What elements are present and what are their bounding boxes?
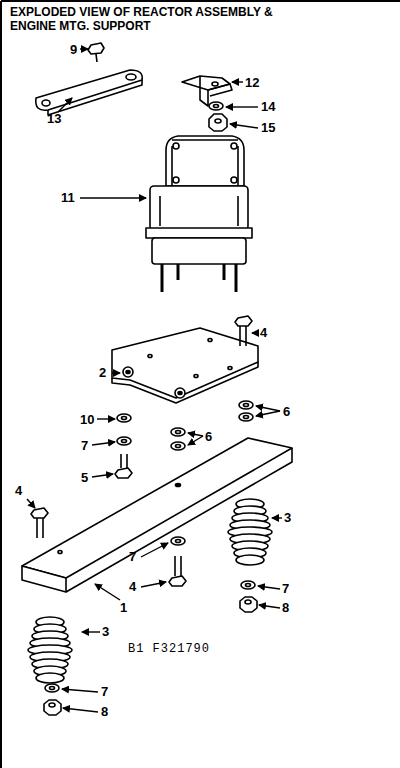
callout-number: 8 <box>101 705 108 718</box>
callout-number: 8 <box>282 601 289 614</box>
callout-number: 15 <box>261 121 275 134</box>
spring <box>28 617 72 683</box>
callout-number: 3 <box>284 511 291 524</box>
callout-number: 2 <box>99 366 106 379</box>
callout-number: 11 <box>61 191 75 204</box>
spring-coil <box>36 673 64 683</box>
callout-number: 13 <box>47 112 61 125</box>
callout-number: 7 <box>282 582 289 595</box>
callout-number: 6 <box>283 405 290 418</box>
callout-number: 1 <box>120 601 127 614</box>
callout-number: 10 <box>80 413 94 426</box>
callout-number: 7 <box>81 439 88 452</box>
spring <box>228 499 272 565</box>
callout-number: 6 <box>205 430 212 443</box>
callout-number: 4 <box>15 484 22 497</box>
callout-number: 7 <box>101 685 108 698</box>
callout-number: 4 <box>260 326 267 339</box>
callout-number: 4 <box>129 580 136 593</box>
callout-number: 3 <box>102 625 109 638</box>
callout-number: 5 <box>81 471 88 484</box>
callout-number: 12 <box>245 76 259 89</box>
callout-number: 14 <box>261 100 275 113</box>
spring-coil <box>236 555 264 565</box>
figure-number: B1 F321790 <box>128 643 210 655</box>
diagram-title: EXPLODED VIEW OF REACTOR ASSEMBLY & ENGI… <box>10 5 302 33</box>
callout-number: 9 <box>70 43 77 56</box>
callout-number: 7 <box>129 550 136 563</box>
